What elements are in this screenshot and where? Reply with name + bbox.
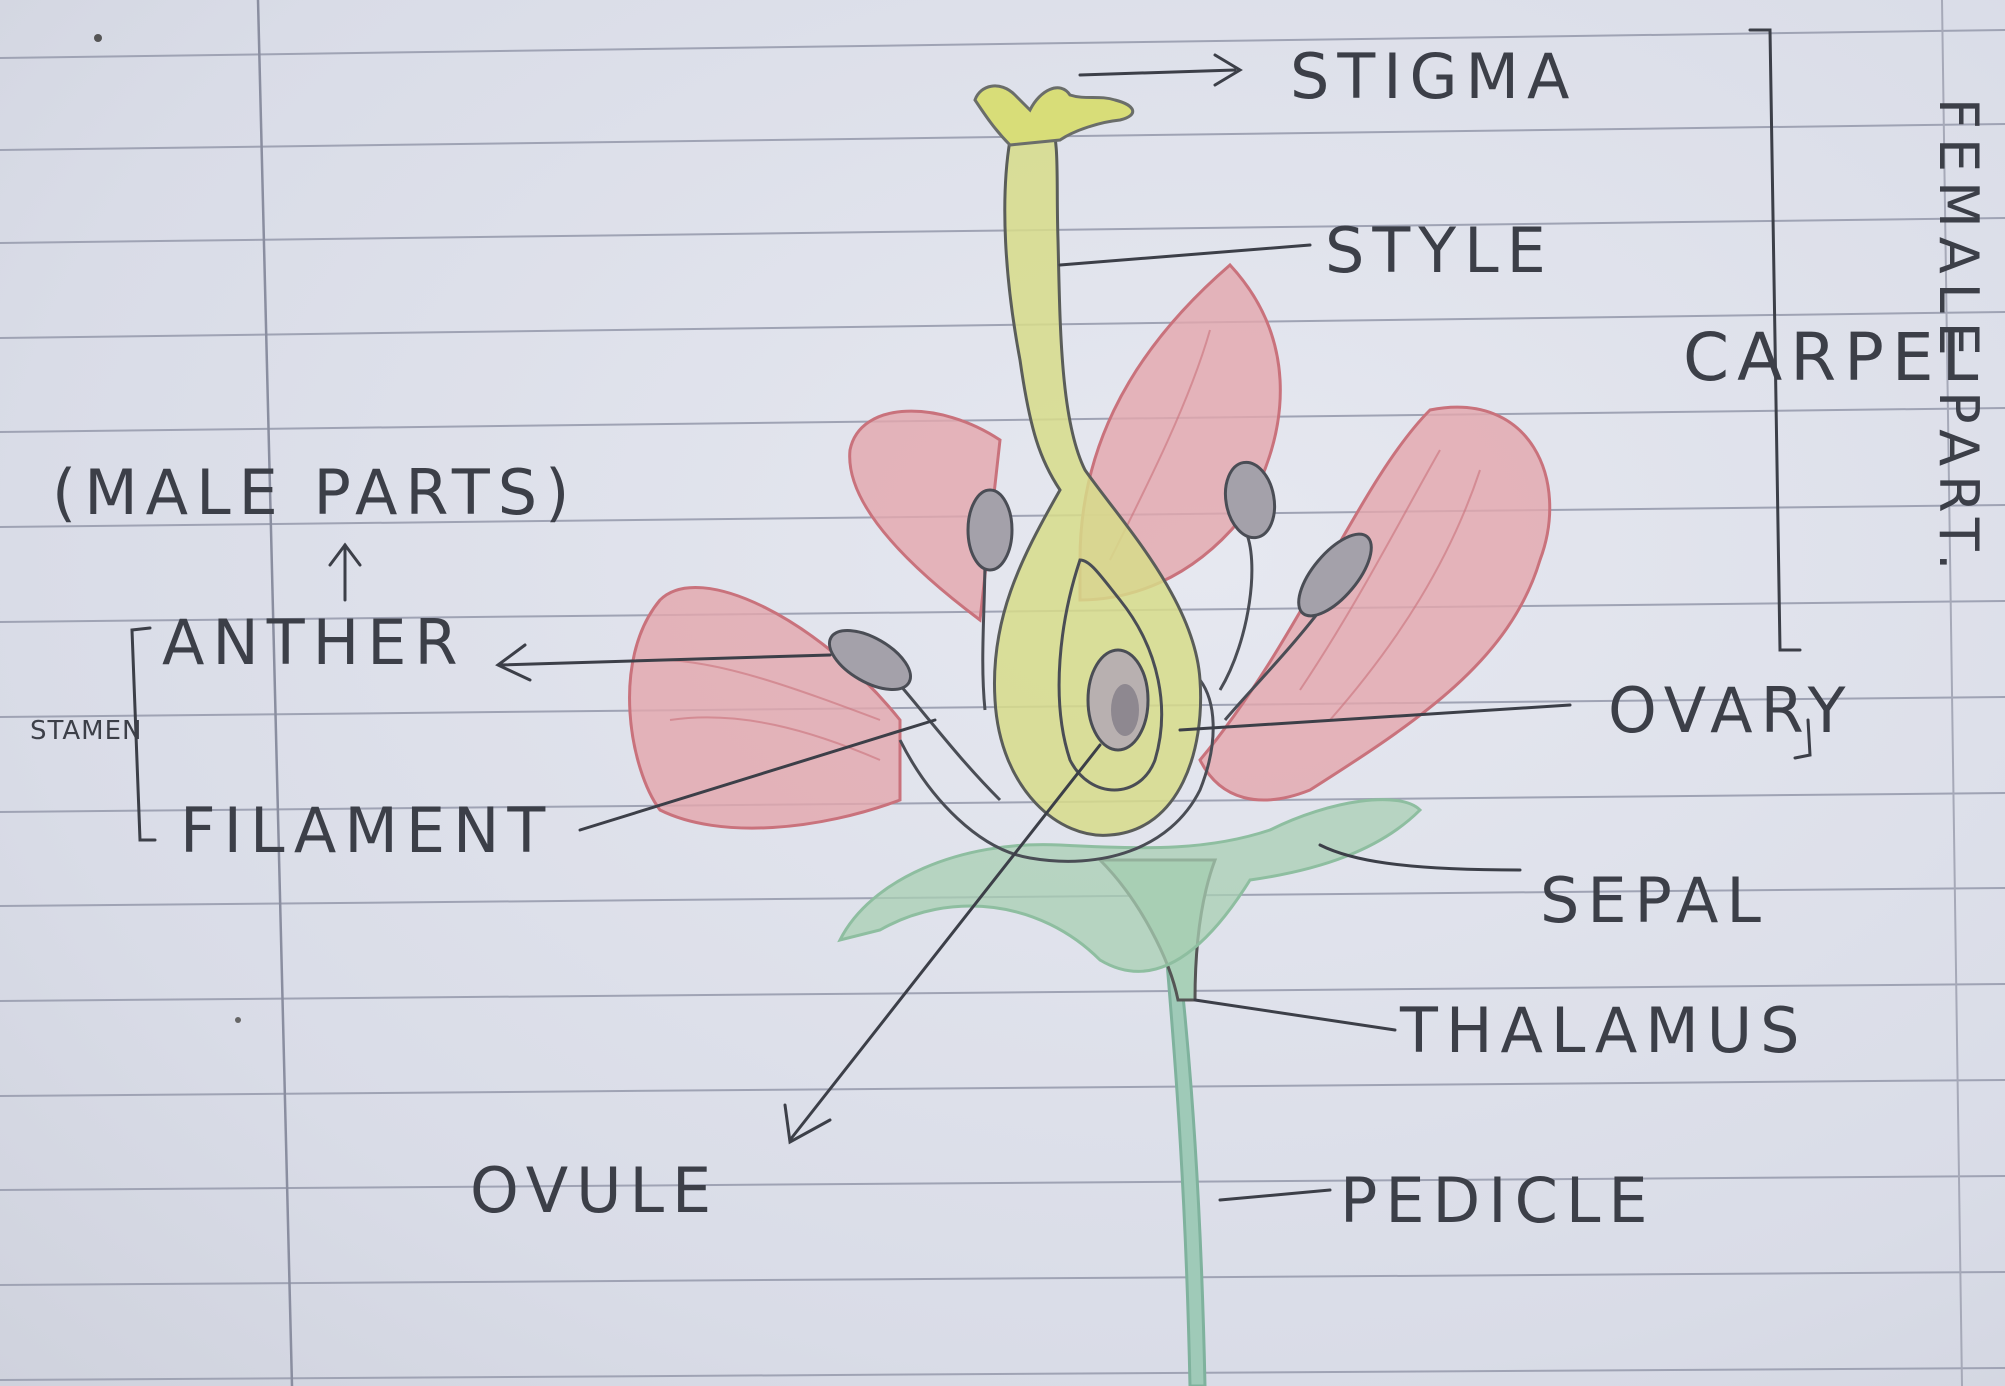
stigma-leader: [1080, 70, 1235, 75]
label-ovary: OVARY: [1608, 680, 1854, 742]
pedicle-leader: [1220, 1190, 1330, 1200]
thalamus-leader: [1195, 1000, 1395, 1030]
anther-2: [968, 490, 1012, 570]
label-pedicle: PEDICLE: [1340, 1170, 1656, 1232]
label-stigma: STIGMA: [1290, 46, 1577, 108]
label-anther: ANTHER: [162, 612, 466, 674]
petal-left: [630, 587, 900, 828]
filament-3: [1220, 530, 1252, 690]
label-filament: FILAMENT: [180, 800, 553, 862]
stigma-shape: [975, 86, 1133, 145]
label-style: STYLE: [1325, 220, 1554, 282]
label-stamen: STAMEN: [30, 718, 142, 744]
label-female-part: FEMALE PART.: [1931, 98, 1985, 579]
label-sepal: SEPAL: [1540, 870, 1769, 932]
label-ovule: OVULE: [470, 1160, 719, 1222]
label-male-parts: (MALE PARTS): [52, 462, 577, 524]
label-thalamus: THALAMUS: [1400, 1000, 1808, 1062]
style-leader: [1060, 245, 1310, 265]
